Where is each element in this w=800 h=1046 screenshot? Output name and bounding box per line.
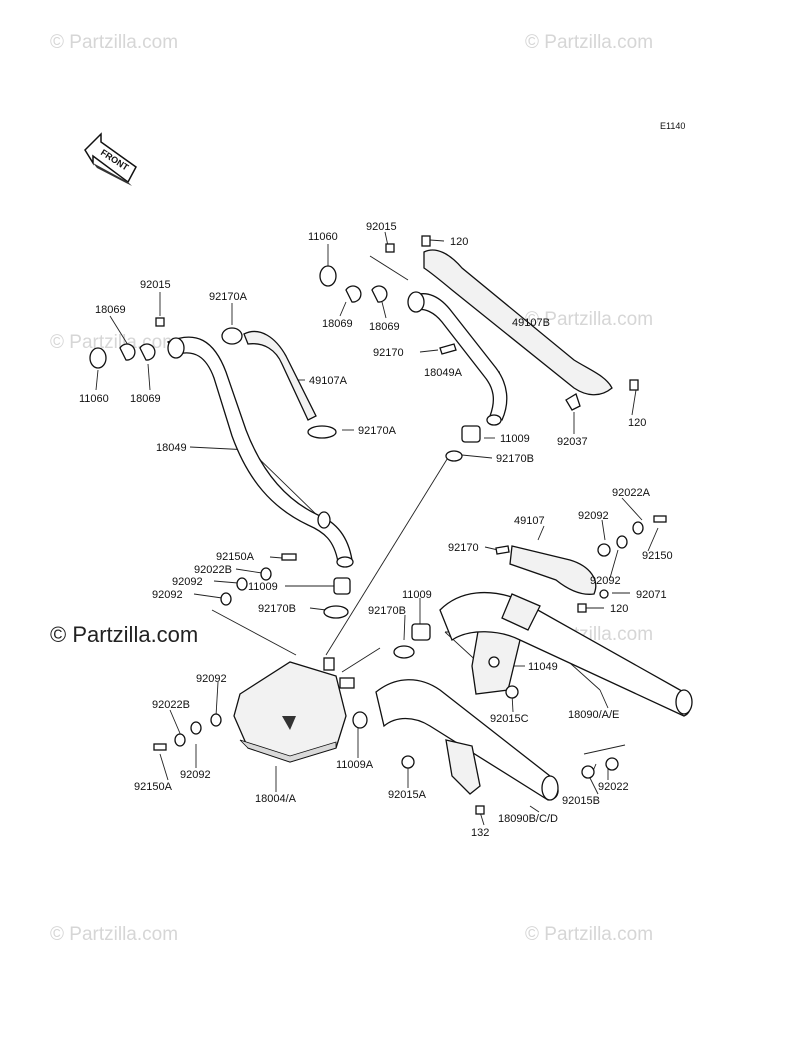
muffler-18090AE [439, 591, 693, 717]
part-label: 18069 [130, 393, 161, 405]
watermark: © Partzilla.com [50, 924, 178, 945]
part-label: 11009 [402, 589, 432, 601]
part-label: 92150A [134, 781, 173, 793]
part-label: 92170B [258, 603, 296, 615]
part-label: 92015A [388, 789, 427, 801]
part-label: 49107A [309, 375, 348, 387]
part-label: 92170B [368, 605, 406, 617]
part-label: 92092 [152, 589, 183, 601]
watermark: © Partzilla.com [525, 32, 653, 53]
part-label: 92170A [209, 291, 248, 303]
part-label: 92071 [636, 589, 667, 601]
part-label: 92170A [358, 425, 397, 437]
part-label: 18090/A/E [568, 709, 619, 721]
heat-shield-49107B [423, 249, 613, 396]
part-label: 11060 [308, 231, 338, 243]
heat-shield-49107A [243, 330, 317, 421]
part-label: 92170B [496, 453, 534, 465]
part-label: 92015C [490, 713, 529, 725]
heat-shield-49107 [509, 545, 597, 595]
part-label: 92037 [557, 436, 588, 448]
part-label: 92015 [366, 221, 397, 233]
part-label: 92022B [194, 564, 232, 576]
part-label: 11009 [500, 433, 530, 445]
watermark: © Partzilla.com [525, 924, 653, 945]
part-label: 18069 [95, 304, 126, 316]
part-label: 18069 [322, 318, 353, 330]
bolts-and-washers [153, 515, 667, 815]
part-label: 92092 [196, 673, 227, 685]
part-label: 92092 [578, 510, 609, 522]
part-label: 18049A [424, 367, 463, 379]
part-label: 92022 [598, 781, 629, 793]
part-label: 18004/A [255, 793, 297, 805]
part-label: 92015B [562, 795, 600, 807]
part-label: 11060 [79, 393, 109, 405]
header-pipe-18049 [166, 336, 354, 568]
part-label: 92015 [140, 279, 171, 291]
watermark: © Partzilla.com [50, 332, 178, 353]
watermark-main: © Partzilla.com [50, 622, 198, 647]
part-label: 92092 [180, 769, 211, 781]
part-label: 18069 [369, 321, 400, 333]
muffler-18090BCD [375, 679, 559, 801]
watermark: © Partzilla.com [525, 309, 653, 330]
part-label: 92022A [612, 487, 651, 499]
part-label: 11009 [248, 581, 278, 593]
part-label: 92170 [373, 347, 404, 359]
part-label: 132 [471, 827, 489, 839]
part-label: 49107B [512, 317, 550, 329]
front-arrow-icon: FRONT [84, 132, 137, 186]
part-label: 18090B/C/D [498, 813, 558, 825]
gaskets-and-clamps [89, 235, 639, 729]
part-label: 120 [610, 603, 628, 615]
part-label: 49107 [514, 515, 545, 527]
watermark: © Partzilla.com [50, 32, 178, 53]
part-label: 92022B [152, 699, 190, 711]
part-labels: 11060 92015 120 92015 18069 92170A 18069… [79, 221, 673, 839]
part-label: 92170 [448, 542, 479, 554]
muffler-box-18004A [233, 657, 355, 763]
part-label: 92092 [172, 576, 203, 588]
header-pipe-18049A [407, 291, 508, 426]
part-label: 120 [450, 236, 468, 248]
part-label: 92150 [642, 550, 673, 562]
part-label: 120 [628, 417, 646, 429]
part-label: 11009A [336, 759, 374, 771]
diagram-code: E1140 [660, 121, 685, 131]
part-label: 11049 [528, 661, 558, 673]
part-label: 18049 [156, 442, 187, 454]
part-label: 92092 [590, 575, 621, 587]
part-label: 92150A [216, 551, 255, 563]
